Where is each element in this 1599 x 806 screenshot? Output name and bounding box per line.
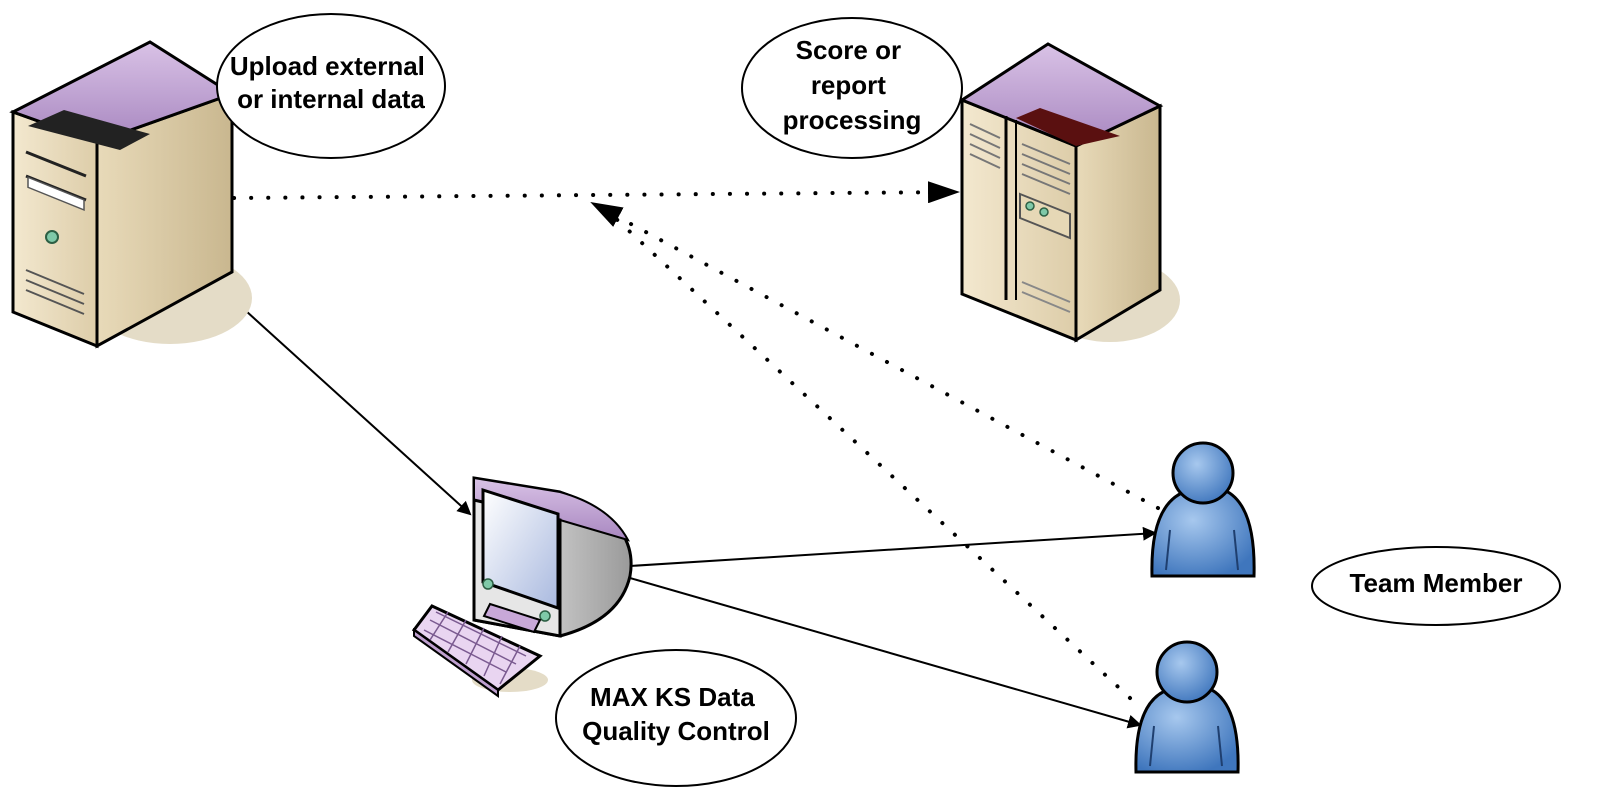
callout-quality-control: MAX KS Data Quality Control <box>555 649 797 787</box>
desktop-computer-icon <box>472 476 633 638</box>
callout-quality-control-line2: Quality Control <box>582 716 770 746</box>
callout-score-line2: report <box>811 70 886 100</box>
tower-server-icon <box>9 40 252 349</box>
callout-score: Score or report processing <box>741 17 963 159</box>
double-door-server-icon <box>958 42 1180 343</box>
svg-text:Upload external or inter: Upload external or internal data <box>230 51 432 114</box>
callout-team-member-line1: Team Member <box>1350 568 1523 598</box>
callout-upload-line2: or internal data <box>237 84 425 114</box>
dotted-link-servers <box>232 181 960 204</box>
link-workstation-to-person-top <box>629 526 1157 567</box>
callout-score-line1: Score or <box>796 35 902 65</box>
svg-text:MAX KS Data Quality Cont: MAX KS Data Quality Control <box>582 682 770 746</box>
svg-text:Score or report pr: Score or report processing <box>783 35 922 135</box>
callout-upload-line1: Upload external <box>230 51 425 81</box>
callout-upload: Upload external or internal data <box>216 13 446 159</box>
user-icon <box>1150 441 1256 578</box>
connectors <box>213 181 1160 729</box>
dotted-link-person-bottom <box>610 213 1132 700</box>
user-icon <box>1134 640 1240 774</box>
keyboard-icon <box>411 604 548 698</box>
link-workstation-to-person-bottom <box>629 577 1142 729</box>
callout-quality-control-line1: MAX KS Data <box>590 682 755 712</box>
callout-team-member: Team Member <box>1311 546 1561 626</box>
link-server-to-workstation <box>213 281 472 516</box>
callout-score-line3: processing <box>783 105 922 135</box>
svg-text:Team Member: Team Member <box>1350 568 1523 598</box>
